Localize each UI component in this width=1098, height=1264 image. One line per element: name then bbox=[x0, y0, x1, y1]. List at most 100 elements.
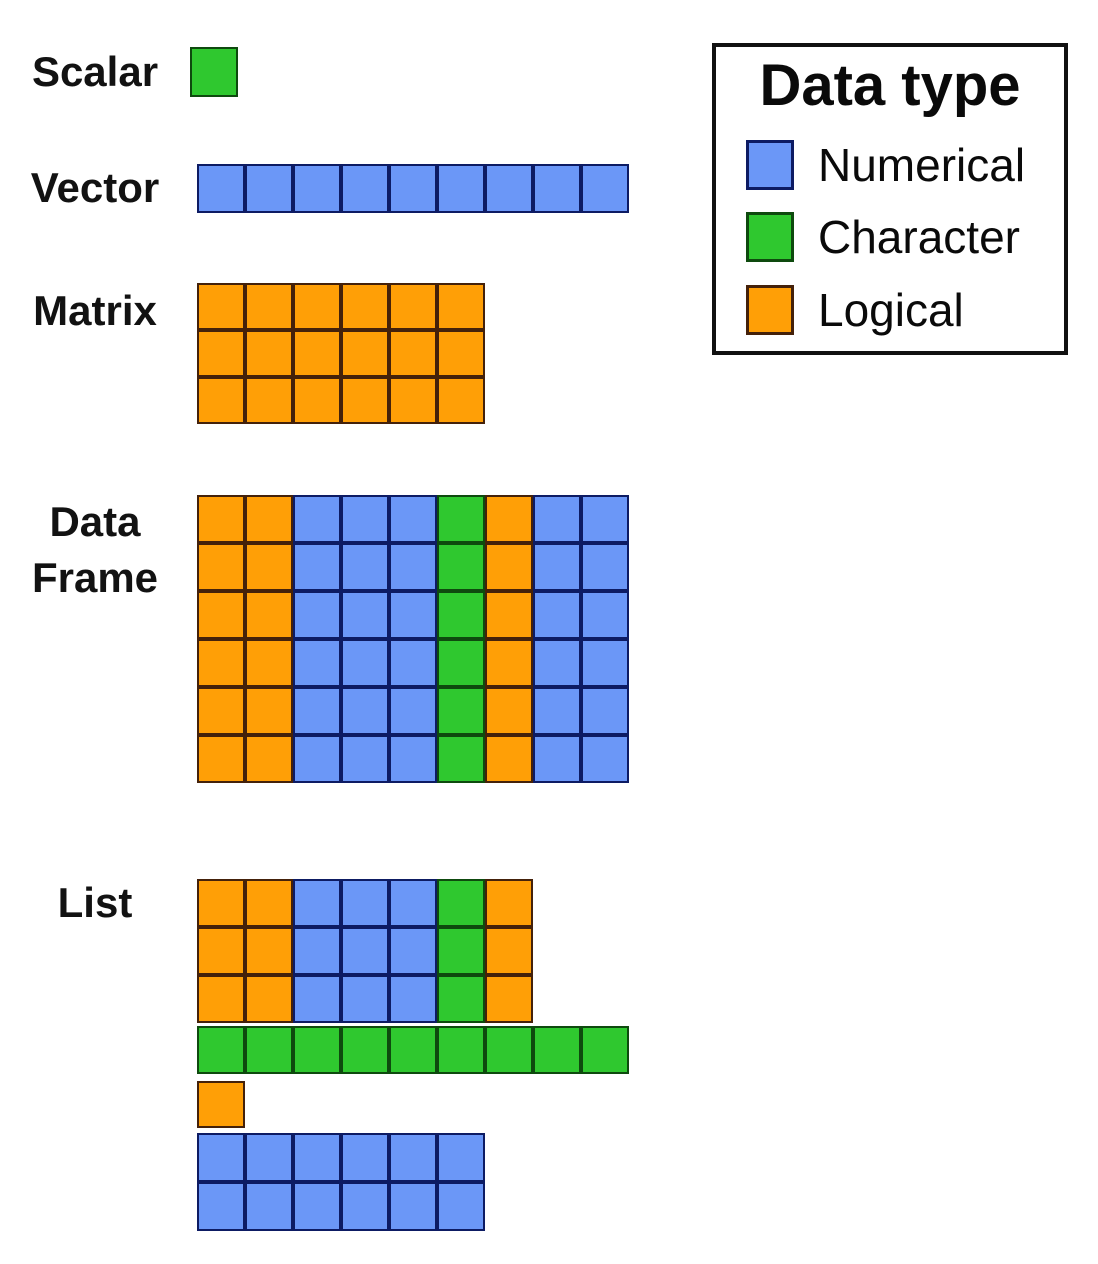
grid-cell bbox=[437, 879, 485, 927]
grid-cell bbox=[245, 591, 293, 639]
grid-cell bbox=[389, 1182, 437, 1231]
grid-cell bbox=[389, 164, 437, 213]
grid-cell bbox=[197, 495, 245, 543]
grid-cell bbox=[581, 495, 629, 543]
logical-swatch-icon bbox=[746, 285, 794, 335]
grid-cell bbox=[389, 687, 437, 735]
grid-cell bbox=[485, 164, 533, 213]
grid-cell bbox=[581, 591, 629, 639]
grid-cell bbox=[245, 927, 293, 975]
character-swatch-icon bbox=[746, 212, 794, 262]
grid-cell bbox=[341, 330, 389, 377]
grid-cell bbox=[197, 639, 245, 687]
grid-cell bbox=[341, 927, 389, 975]
scalar-label: Scalar bbox=[31, 48, 159, 95]
grid-cell bbox=[437, 639, 485, 687]
grid-cell bbox=[293, 495, 341, 543]
grid-cell bbox=[581, 639, 629, 687]
grid-cell bbox=[533, 639, 581, 687]
grid-cell bbox=[389, 975, 437, 1023]
grid-cell bbox=[197, 927, 245, 975]
grid-cell bbox=[245, 1133, 293, 1182]
grid-cell bbox=[389, 879, 437, 927]
grid-cell bbox=[341, 377, 389, 424]
grid-cell bbox=[341, 639, 389, 687]
grid-cell bbox=[437, 1026, 485, 1074]
grid-cell bbox=[293, 1133, 341, 1182]
grid-cell bbox=[197, 283, 245, 330]
grid-cell bbox=[197, 1133, 245, 1182]
grid-cell bbox=[485, 735, 533, 783]
legend-item-label: Logical bbox=[818, 284, 964, 336]
list-character-vector-grid bbox=[197, 1026, 629, 1074]
matrix-grid bbox=[197, 283, 485, 424]
grid-cell bbox=[341, 879, 389, 927]
grid-cell bbox=[341, 591, 389, 639]
grid-cell bbox=[533, 495, 581, 543]
grid-cell bbox=[437, 377, 485, 424]
grid-cell bbox=[533, 735, 581, 783]
grid-cell bbox=[389, 330, 437, 377]
grid-cell bbox=[389, 639, 437, 687]
grid-cell bbox=[245, 495, 293, 543]
grid-cell bbox=[293, 283, 341, 330]
grid-cell bbox=[437, 927, 485, 975]
grid-cell bbox=[245, 639, 293, 687]
grid-cell bbox=[485, 927, 533, 975]
grid-cell bbox=[197, 330, 245, 377]
grid-cell bbox=[341, 1026, 389, 1074]
grid-cell bbox=[245, 543, 293, 591]
grid-cell bbox=[533, 1026, 581, 1074]
grid-cell bbox=[245, 735, 293, 783]
grid-cell bbox=[293, 879, 341, 927]
grid-cell bbox=[533, 164, 581, 213]
grid-cell bbox=[485, 879, 533, 927]
grid-cell bbox=[197, 543, 245, 591]
scalar-grid bbox=[190, 47, 238, 97]
grid-cell bbox=[389, 1026, 437, 1074]
legend-box: Data type Numerical Character Logical bbox=[712, 43, 1068, 355]
grid-cell bbox=[197, 164, 245, 213]
grid-cell bbox=[197, 975, 245, 1023]
grid-cell bbox=[581, 1026, 629, 1074]
grid-cell bbox=[437, 330, 485, 377]
grid-cell bbox=[197, 1026, 245, 1074]
grid-cell bbox=[485, 975, 533, 1023]
grid-cell bbox=[190, 47, 238, 97]
legend-item-character: Character bbox=[746, 212, 1020, 262]
grid-cell bbox=[485, 687, 533, 735]
grid-cell bbox=[197, 687, 245, 735]
grid-cell bbox=[389, 1133, 437, 1182]
grid-cell bbox=[437, 495, 485, 543]
grid-cell bbox=[245, 687, 293, 735]
grid-cell bbox=[293, 1026, 341, 1074]
grid-cell bbox=[389, 591, 437, 639]
grid-cell bbox=[581, 164, 629, 213]
legend-item-label: Numerical bbox=[818, 139, 1026, 191]
grid-cell bbox=[581, 543, 629, 591]
grid-cell bbox=[485, 639, 533, 687]
grid-cell bbox=[389, 283, 437, 330]
grid-cell bbox=[437, 1182, 485, 1231]
list-numerical-matrix-grid bbox=[197, 1133, 485, 1231]
grid-cell bbox=[293, 591, 341, 639]
grid-cell bbox=[437, 543, 485, 591]
grid-cell bbox=[341, 1182, 389, 1231]
grid-cell bbox=[293, 975, 341, 1023]
grid-cell bbox=[485, 591, 533, 639]
grid-cell bbox=[293, 543, 341, 591]
vector-label: Vector bbox=[30, 164, 160, 211]
grid-cell bbox=[437, 975, 485, 1023]
grid-cell bbox=[197, 735, 245, 783]
grid-cell bbox=[293, 639, 341, 687]
grid-cell bbox=[341, 735, 389, 783]
grid-cell bbox=[293, 687, 341, 735]
grid-cell bbox=[485, 543, 533, 591]
grid-cell bbox=[245, 1182, 293, 1231]
grid-cell bbox=[389, 377, 437, 424]
grid-cell bbox=[341, 283, 389, 330]
grid-cell bbox=[197, 1081, 245, 1128]
grid-cell bbox=[341, 687, 389, 735]
grid-cell bbox=[293, 330, 341, 377]
